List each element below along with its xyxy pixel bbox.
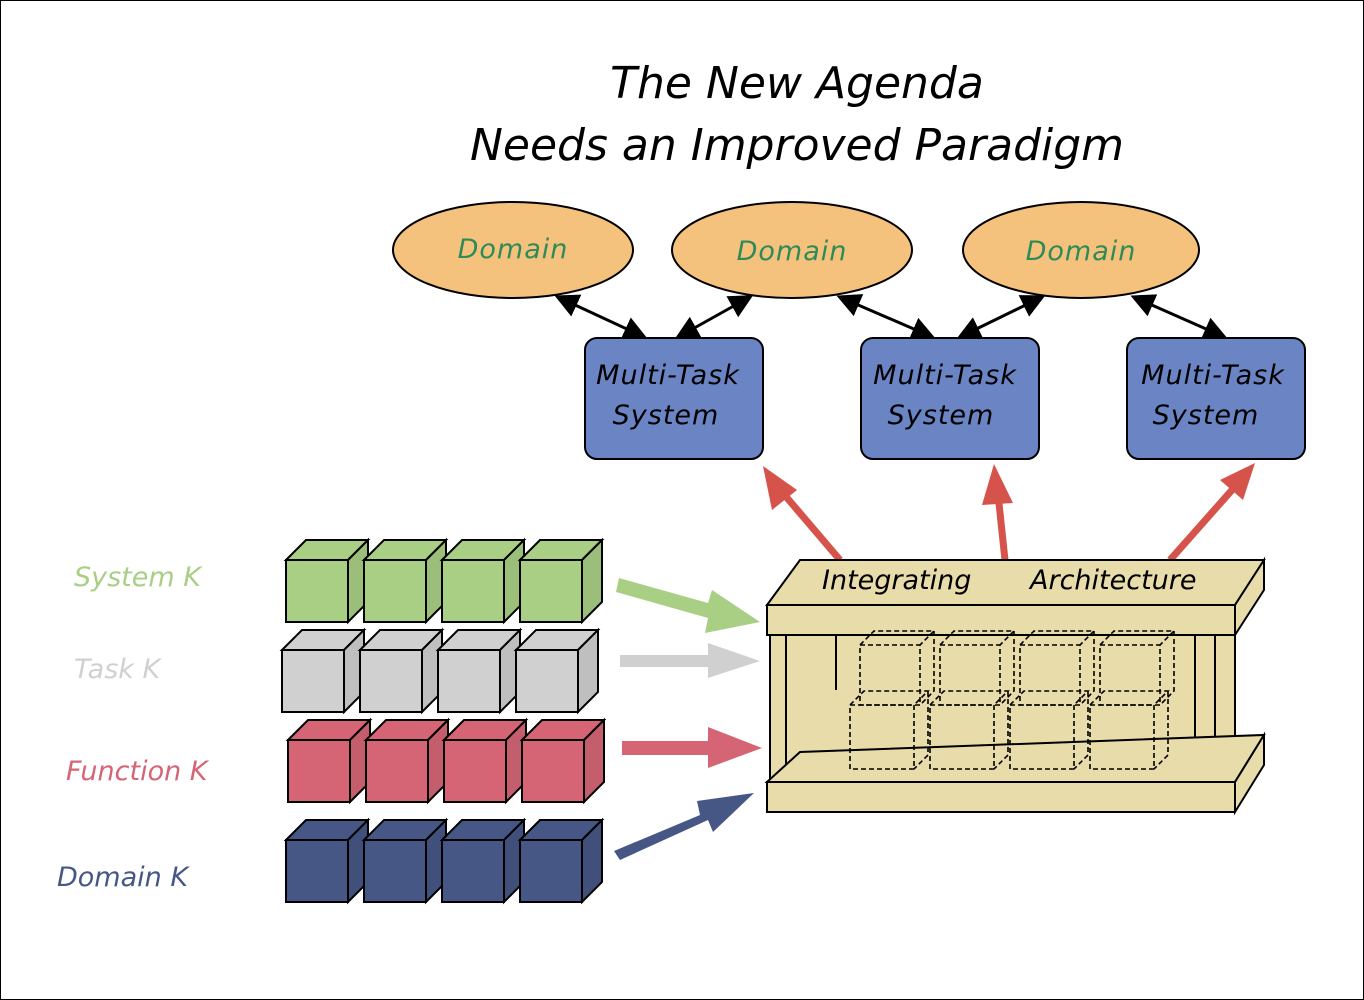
system-1-line-1: Multi-Task	[596, 360, 740, 391]
knowledge-cube	[361, 537, 449, 625]
domain-node-3: Domain	[962, 201, 1200, 299]
domain-label-3: Domain	[1026, 236, 1137, 267]
system-3-line-2: System	[1153, 400, 1260, 431]
knowledge-cube	[279, 627, 367, 715]
up-arrow-1-head	[763, 466, 797, 510]
architecture-label-word-2: Architecture	[1028, 565, 1196, 596]
title-line-1: The New Agenda	[610, 58, 984, 109]
cube-row-3	[285, 717, 607, 805]
domain-node-1: Domain	[392, 201, 634, 299]
domain-label-2: Domain	[737, 236, 848, 267]
knowledge-cube	[363, 717, 451, 805]
up-arrow-3-head	[1220, 463, 1255, 500]
knowledge-cube	[519, 717, 607, 805]
knowledge-cube	[357, 627, 445, 715]
dashed-cube	[939, 630, 1016, 706]
connector-d3-s3	[1130, 294, 1228, 340]
knowledge-cube	[361, 817, 449, 905]
dashed-cube-grid	[849, 630, 1176, 770]
knowledge-cube	[283, 817, 371, 905]
knowledge-cube	[435, 627, 523, 715]
domain-label-1: Domain	[458, 234, 569, 265]
arrow-domain-k	[614, 793, 754, 860]
knowledge-cube	[285, 717, 373, 805]
k-label-function: Function K	[66, 756, 210, 787]
knowledge-cube	[439, 537, 527, 625]
domain-node-2: Domain	[671, 201, 913, 299]
up-arrow-3-shaft	[1167, 487, 1235, 563]
system-box-2: Multi-Task System	[860, 337, 1040, 460]
system-3-line-1: Multi-Task	[1141, 360, 1285, 391]
integrating-architecture	[764, 556, 1266, 816]
up-arrows	[763, 463, 1255, 563]
connector-d1-s1	[554, 294, 648, 340]
up-arrow-2-head	[982, 464, 1013, 505]
system-box-3: Multi-Task System	[1126, 337, 1306, 460]
dashed-cube	[1089, 690, 1170, 770]
knowledge-cube	[517, 817, 605, 905]
connector-d2-s1	[674, 295, 754, 339]
arrow-system-k	[616, 578, 760, 633]
connector-d3-s2	[956, 295, 1046, 339]
dashed-cube	[859, 630, 936, 706]
architecture-label-word-1: Integrating	[822, 565, 971, 596]
k-label-task: Task K	[74, 654, 162, 685]
system-2-line-1: Multi-Task	[873, 360, 1017, 391]
knowledge-cube	[441, 717, 529, 805]
knowledge-cube	[513, 627, 601, 715]
dashed-cube	[929, 690, 1010, 770]
system-1-line-2: System	[613, 400, 720, 431]
up-arrow-1-shaft	[779, 489, 843, 563]
domain-system-connectors	[554, 294, 1228, 340]
system-2-line-2: System	[888, 400, 995, 431]
knowledge-cube	[439, 817, 527, 905]
arrow-function-k	[622, 727, 762, 768]
knowledge-cube	[283, 537, 371, 625]
k-label-system: System K	[74, 562, 203, 593]
title-line-2: Needs an Improved Paradigm	[470, 120, 1124, 171]
dashed-cube	[1099, 630, 1176, 706]
system-box-1: Multi-Task System	[584, 337, 764, 460]
dashed-cube	[1009, 690, 1090, 770]
k-label-domain: Domain K	[57, 862, 190, 893]
dashed-cube	[849, 690, 930, 770]
cube-row-1	[283, 537, 605, 625]
cube-row-2	[279, 627, 601, 715]
arrow-task-k	[620, 643, 760, 678]
knowledge-cube-rows	[279, 537, 607, 905]
cube-row-4	[283, 817, 605, 905]
dashed-cube	[1019, 630, 1096, 706]
up-arrow-2-shaft	[994, 493, 1009, 561]
connector-d2-s2	[836, 294, 936, 340]
input-arrows	[614, 578, 762, 860]
knowledge-cube	[517, 537, 605, 625]
